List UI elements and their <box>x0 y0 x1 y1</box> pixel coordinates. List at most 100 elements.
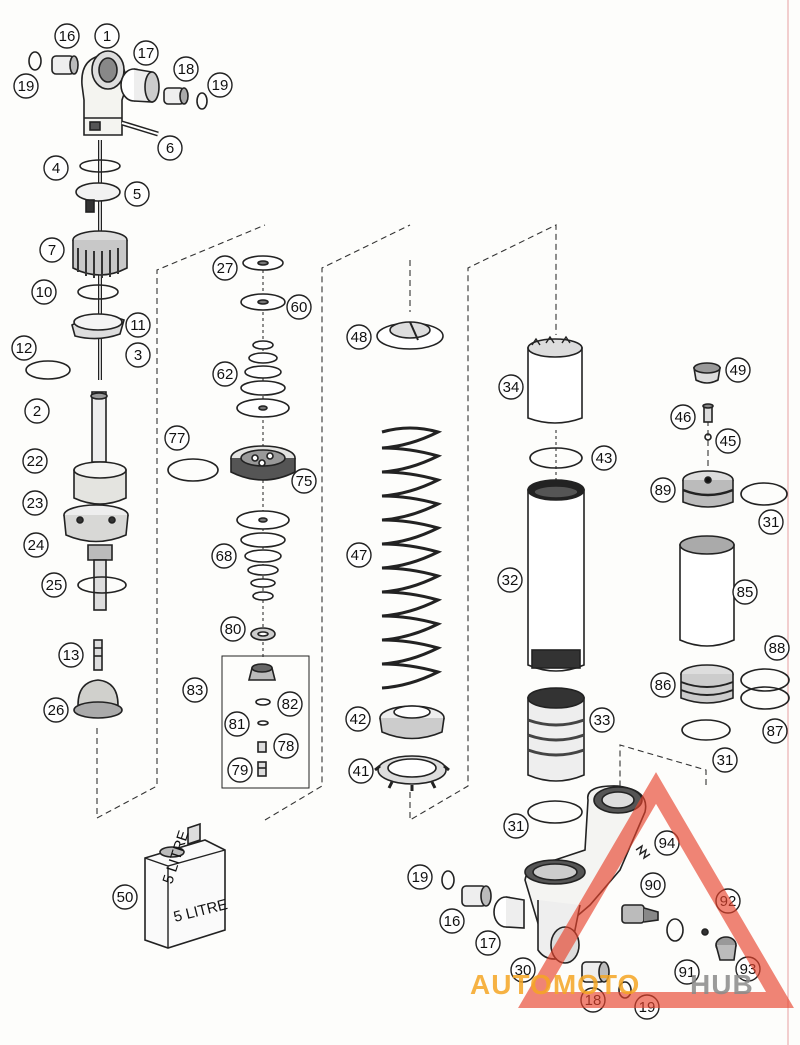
part-label-number: 32 <box>502 572 519 589</box>
part-label-16: 16 <box>54 23 80 49</box>
part-label-10: 10 <box>31 279 57 305</box>
ring-31-bottom <box>527 800 583 824</box>
bushing-18 <box>163 87 189 105</box>
part-label-circle <box>273 733 299 759</box>
part-label-circle <box>762 718 788 744</box>
part-label-number: 19 <box>18 78 35 95</box>
part-label-number: 11 <box>130 317 146 334</box>
shaft-2 <box>90 391 108 463</box>
part-label-34: 34 <box>498 374 524 400</box>
part-label-number: 45 <box>720 433 737 450</box>
watermark-triangle <box>518 772 794 1008</box>
piston-86 <box>680 664 734 704</box>
part-label-number: 80 <box>225 621 242 638</box>
part-label-number: 17 <box>138 45 155 62</box>
part-label-circle <box>764 635 790 661</box>
adjuster-90 <box>621 904 659 924</box>
bushing-16 <box>51 55 79 75</box>
part-label-number: 75 <box>296 473 313 490</box>
part-label-number: 43 <box>596 450 613 467</box>
part-label-75: 75 <box>291 468 317 494</box>
part-label-number: 68 <box>216 548 233 565</box>
part-label-number: 47 <box>351 547 368 564</box>
part-label-number: 10 <box>36 284 53 301</box>
spring-94 <box>635 844 651 860</box>
part-label-number: 6 <box>166 140 174 157</box>
part-label-circle <box>498 374 524 400</box>
part-label-circle <box>291 468 317 494</box>
part-label-number: 31 <box>763 514 780 531</box>
part-label-circle <box>475 930 501 956</box>
part-label-circle <box>22 490 48 516</box>
part-label-circle <box>346 542 372 568</box>
part-label-circle <box>674 959 700 985</box>
part-label-number: 79 <box>232 762 249 779</box>
part-label-number: 13 <box>63 647 80 664</box>
part-label-7: 7 <box>39 237 65 263</box>
cap-26 <box>73 679 123 719</box>
part-label-number: 22 <box>27 453 44 470</box>
part-label-circle <box>345 706 371 732</box>
kit-box-83 <box>221 655 310 789</box>
part-label-43: 43 <box>591 445 617 471</box>
part-label-circle <box>227 757 253 783</box>
bolt-13 <box>93 639 103 671</box>
part-label-17: 17 <box>133 40 159 66</box>
part-label-number: 12 <box>16 340 33 357</box>
part-label-42: 42 <box>345 706 371 732</box>
part-label-circle <box>164 425 190 451</box>
part-label-circle <box>43 155 69 181</box>
part-label-number: 62 <box>217 366 234 383</box>
part-label-88: 88 <box>764 635 790 661</box>
lock-ring-41 <box>374 755 450 791</box>
part-label-circle <box>348 758 374 784</box>
part-label-circle <box>220 616 246 642</box>
nut-7 <box>72 230 128 278</box>
part-label-circle <box>650 477 676 503</box>
ring-45 <box>704 433 712 441</box>
part-label-circle <box>94 23 120 49</box>
part-label-31: 31 <box>503 813 529 839</box>
part-label-number: 90 <box>645 877 662 894</box>
part-label-circle <box>589 707 615 733</box>
part-label-circle <box>125 342 151 368</box>
valve-46 <box>702 403 714 423</box>
snap-ring-12 <box>25 360 71 380</box>
ring-31-lower <box>681 719 731 741</box>
part-label-number: 16 <box>444 913 461 930</box>
part-label-number: 27 <box>217 260 234 277</box>
part-label-25: 25 <box>41 572 67 598</box>
part-label-81: 81 <box>224 711 250 737</box>
part-label-90: 90 <box>640 872 666 898</box>
part-label-91: 91 <box>674 959 700 985</box>
part-label-circle <box>39 237 65 263</box>
part-label-23: 23 <box>22 490 48 516</box>
part-label-number: 81 <box>229 716 246 733</box>
ring-10 <box>77 284 119 300</box>
part-label-circle <box>725 357 751 383</box>
bushing-33 <box>527 687 585 782</box>
cylinder-32 <box>527 479 585 672</box>
part-label-number: 19 <box>212 77 229 94</box>
part-label-circle <box>650 672 676 698</box>
bearing-17 <box>120 68 160 103</box>
part-label-68: 68 <box>211 543 237 569</box>
part-label-82: 82 <box>277 691 303 717</box>
part-label-number: 17 <box>480 935 497 952</box>
o-ring-25 <box>77 576 127 594</box>
part-label-13: 13 <box>58 642 84 668</box>
ring-43 <box>529 447 583 469</box>
part-label-circle <box>124 181 150 207</box>
part-label-number: 30 <box>515 962 532 979</box>
part-label-3: 3 <box>125 342 151 368</box>
ring-19-left <box>28 51 42 71</box>
ring-19-right <box>196 92 208 110</box>
part-label-47: 47 <box>346 542 372 568</box>
part-label-50: 50 <box>112 884 138 910</box>
screw-93 <box>715 936 737 961</box>
part-label-number: 77 <box>169 430 186 447</box>
kit-parts-83 <box>247 663 277 777</box>
coil-spring-47 <box>381 426 443 690</box>
